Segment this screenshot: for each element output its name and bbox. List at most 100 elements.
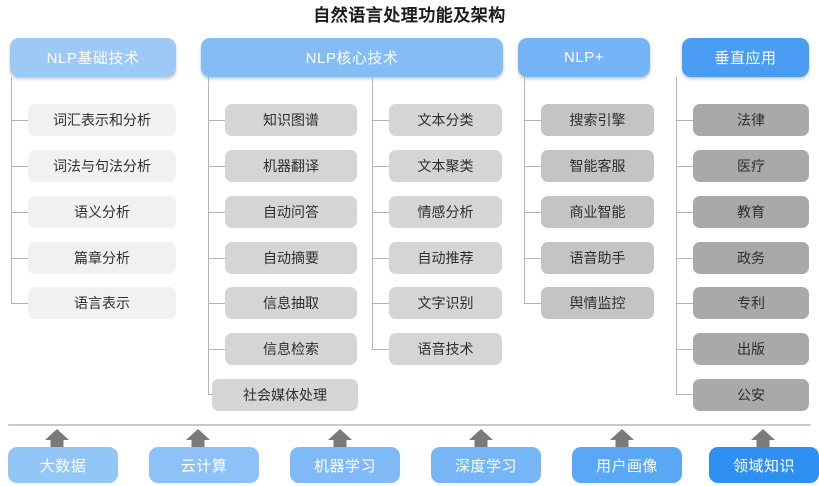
column-header-nlp-basic[interactable]: NLP基础技术 [10, 38, 176, 77]
tree-branch [372, 258, 389, 259]
tree-trunk-col4 [676, 77, 677, 395]
node-item[interactable]: 教育 [693, 196, 809, 228]
tree-branch [372, 120, 389, 121]
node-item[interactable]: 公安 [693, 379, 809, 411]
tree-trunk-col2-right [372, 77, 373, 349]
node-item[interactable]: 语音助手 [541, 242, 654, 274]
tree-trunk-col1 [11, 77, 12, 303]
column-header-nlp-plus[interactable]: NLP+ [518, 38, 650, 77]
section-divider [8, 424, 811, 426]
tree-branch [372, 166, 389, 167]
foundation-block-big-data[interactable]: 大数据 [8, 447, 118, 483]
node-item[interactable]: 信息抽取 [225, 287, 357, 319]
tree-branch [11, 258, 28, 259]
tree-branch [208, 212, 225, 213]
tree-branch [676, 303, 693, 304]
page-title: 自然语言处理功能及架构 [313, 6, 506, 25]
column-header-vertical-apps[interactable]: 垂直应用 [682, 38, 809, 77]
node-item[interactable]: 社会媒体处理 [212, 379, 358, 411]
node-item[interactable]: 语义分析 [28, 196, 176, 228]
arrow-up-icon [44, 428, 70, 453]
tree-branch [11, 120, 28, 121]
node-label: 语言表示 [74, 295, 130, 311]
column-header-label: NLP基础技术 [46, 50, 140, 67]
node-label: 知识图谱 [263, 112, 319, 128]
node-label: 政务 [737, 250, 765, 266]
column-header-label: NLP核心技术 [305, 50, 399, 67]
tree-branch [676, 212, 693, 213]
tree-branch [11, 166, 28, 167]
node-item[interactable]: 自动摘要 [225, 242, 357, 274]
node-item[interactable]: 文本聚类 [389, 150, 502, 182]
node-item[interactable]: 法律 [693, 104, 809, 136]
node-item[interactable]: 机器翻译 [225, 150, 357, 182]
foundation-block-deep-learning[interactable]: 深度学习 [431, 447, 541, 483]
node-item[interactable]: 篇章分析 [28, 242, 176, 274]
node-label: 情感分析 [417, 204, 474, 220]
node-item[interactable]: 专利 [693, 287, 809, 319]
column-header-label: 垂直应用 [714, 50, 777, 67]
node-item[interactable]: 搜索引擎 [541, 104, 654, 136]
foundation-label: 云计算 [180, 457, 228, 475]
node-item[interactable]: 自动问答 [225, 196, 357, 228]
foundation-block-user-profile[interactable]: 用户画像 [572, 447, 682, 483]
node-item[interactable]: 词法与句法分析 [28, 150, 176, 182]
node-item[interactable]: 智能客服 [541, 150, 654, 182]
node-item[interactable]: 语言表示 [28, 287, 176, 319]
tree-branch [524, 258, 541, 259]
column-header-label: NLP+ [564, 49, 604, 66]
tree-branch [372, 349, 389, 350]
tree-branch [208, 349, 225, 350]
tree-branch [208, 120, 225, 121]
node-label: 出版 [737, 341, 765, 357]
tree-branch [372, 212, 389, 213]
foundation-block-machine-learning[interactable]: 机器学习 [290, 447, 400, 483]
tree-branch [676, 349, 693, 350]
tree-branch [11, 303, 28, 304]
node-label: 搜索引擎 [569, 112, 626, 128]
column-header-nlp-core[interactable]: NLP核心技术 [201, 38, 503, 77]
foundation-label: 领域知识 [732, 457, 795, 475]
node-item[interactable]: 文字识别 [389, 287, 502, 319]
tree-trunk-col2-left [208, 77, 209, 395]
tree-branch [676, 258, 693, 259]
node-label: 专利 [737, 295, 765, 311]
foundation-block-cloud-computing[interactable]: 云计算 [149, 447, 259, 483]
node-item[interactable]: 词汇表示和分析 [28, 104, 176, 136]
node-item[interactable]: 出版 [693, 333, 809, 365]
node-item[interactable]: 文本分类 [389, 104, 502, 136]
tree-branch [11, 212, 28, 213]
arrow-up-icon [468, 428, 494, 453]
node-label: 医疗 [737, 158, 765, 174]
node-item[interactable]: 情感分析 [389, 196, 502, 228]
tree-branch [372, 303, 389, 304]
node-label: 文字识别 [417, 295, 474, 311]
node-label: 自动摘要 [263, 250, 319, 266]
arrow-up-icon [185, 428, 211, 453]
node-label: 文本聚类 [417, 158, 474, 174]
node-label: 文本分类 [417, 112, 474, 128]
tree-branch [524, 120, 541, 121]
node-label: 社会媒体处理 [243, 387, 327, 403]
node-item[interactable]: 信息检索 [225, 333, 357, 365]
node-item[interactable]: 自动推荐 [389, 242, 502, 274]
node-item[interactable]: 政务 [693, 242, 809, 274]
node-item[interactable]: 医疗 [693, 150, 809, 182]
node-item[interactable]: 语音技术 [389, 333, 502, 365]
foundation-block-domain-knowledge[interactable]: 领域知识 [709, 447, 819, 483]
foundation-label: 大数据 [39, 457, 87, 475]
foundation-label: 深度学习 [454, 457, 517, 475]
node-label: 自动问答 [263, 204, 319, 220]
node-item[interactable]: 知识图谱 [225, 104, 357, 136]
tree-branch [676, 120, 693, 121]
node-item[interactable]: 舆情监控 [541, 287, 654, 319]
tree-branch [524, 303, 541, 304]
node-label: 法律 [737, 112, 765, 128]
node-label: 篇章分析 [74, 250, 130, 266]
node-item[interactable]: 商业智能 [541, 196, 654, 228]
tree-branch [524, 212, 541, 213]
tree-branch [208, 303, 225, 304]
node-label: 机器翻译 [263, 158, 319, 174]
node-label: 公安 [737, 387, 765, 403]
